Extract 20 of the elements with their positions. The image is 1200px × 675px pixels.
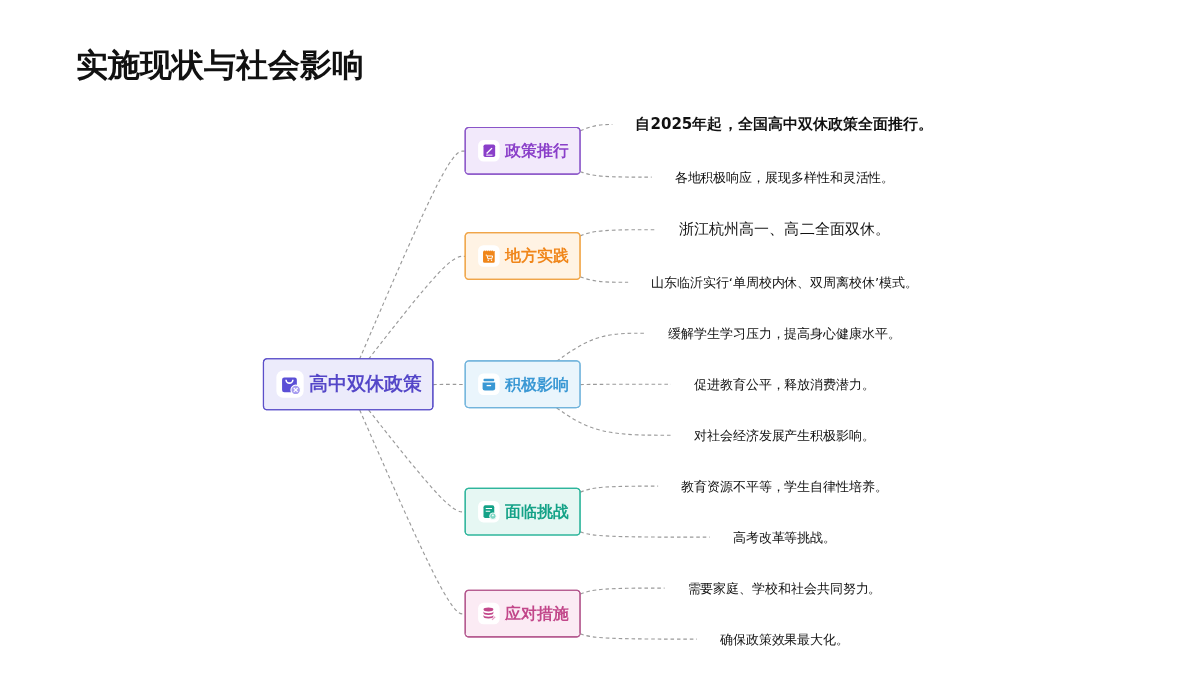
node-text: 需要家庭、学校和社会共同努力。 — [687, 580, 882, 596]
node-text: 浙江杭州高一、高二全面双休。 — [678, 220, 890, 238]
connector — [556, 407, 672, 436]
connector — [579, 123, 613, 132]
node-text: 山东临沂实行‘单周校内休、双周离校休’模式。 — [651, 274, 918, 290]
title: 实施现状与社会影响 — [76, 45, 364, 86]
node-text: 自2025年起，全国高中双休政策全面推行。 — [635, 115, 934, 133]
node-text: 促进教育公平，释放消费潜力。 — [693, 376, 875, 392]
connector — [579, 485, 659, 493]
node-text: 对社会经济发展产生积极影响。 — [693, 427, 875, 443]
connector — [579, 531, 711, 538]
node-text: 确保政策效果最大化。 — [719, 631, 850, 647]
node-text: 教育资源不平等，学生自律性培养。 — [681, 478, 888, 494]
connector — [579, 229, 657, 237]
connector — [556, 332, 646, 362]
connector — [579, 587, 666, 595]
connector — [579, 276, 629, 283]
node-text: 各地积极响应，展现多样性和灵活性。 — [674, 169, 895, 185]
node-text: 高考改革等挑战。 — [732, 529, 837, 545]
node-text: 缓解学生学习压力，提高身心健康水平。 — [668, 325, 901, 341]
